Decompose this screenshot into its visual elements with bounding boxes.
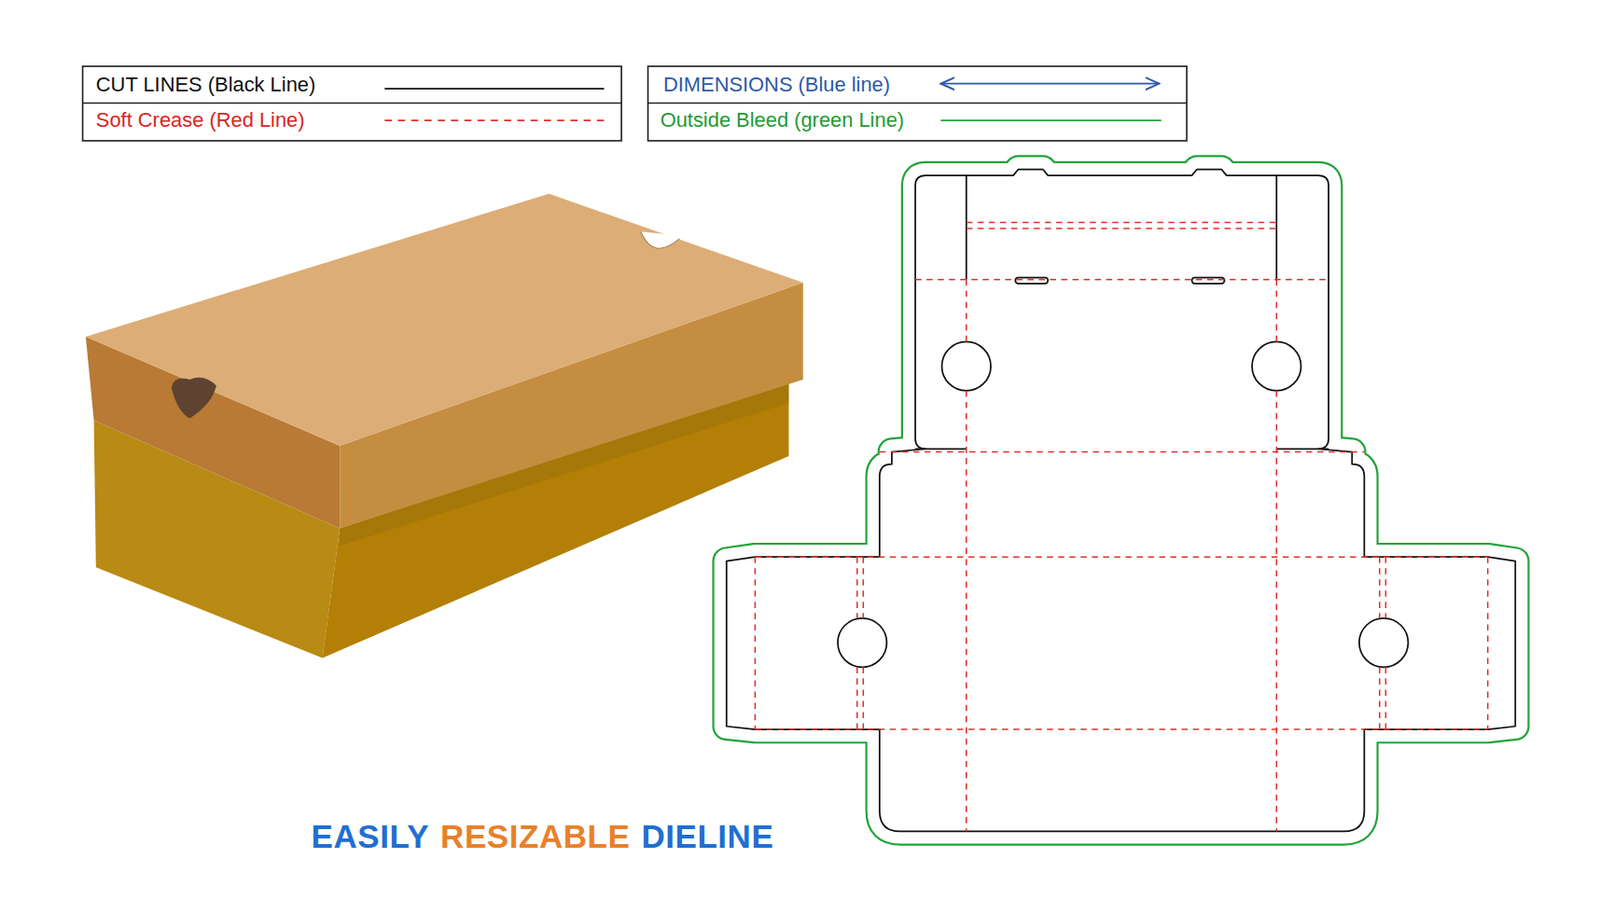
- shoe-box-illustration: [85, 194, 804, 659]
- legend-text: CUT LINES (Black Line): [96, 74, 316, 96]
- crease-line-sample: [384, 119, 604, 122]
- legend-text: Outside Bleed (green Line): [660, 109, 905, 130]
- caption-word: EASILY: [311, 820, 430, 853]
- bleed-line-sample: [940, 119, 1161, 122]
- cut-line-sample: [384, 87, 604, 90]
- legend-table: [83, 66, 1187, 141]
- legend-text: DIMENSIONS (Blue line): [663, 74, 891, 96]
- legend-text: Soft Crease (Red Line): [96, 109, 306, 130]
- dimension-line-sample: [940, 83, 1159, 85]
- caption-word: DIELINE: [640, 820, 774, 853]
- caption-word: RESIZABLE: [440, 820, 630, 853]
- dieline: [726, 169, 1516, 833]
